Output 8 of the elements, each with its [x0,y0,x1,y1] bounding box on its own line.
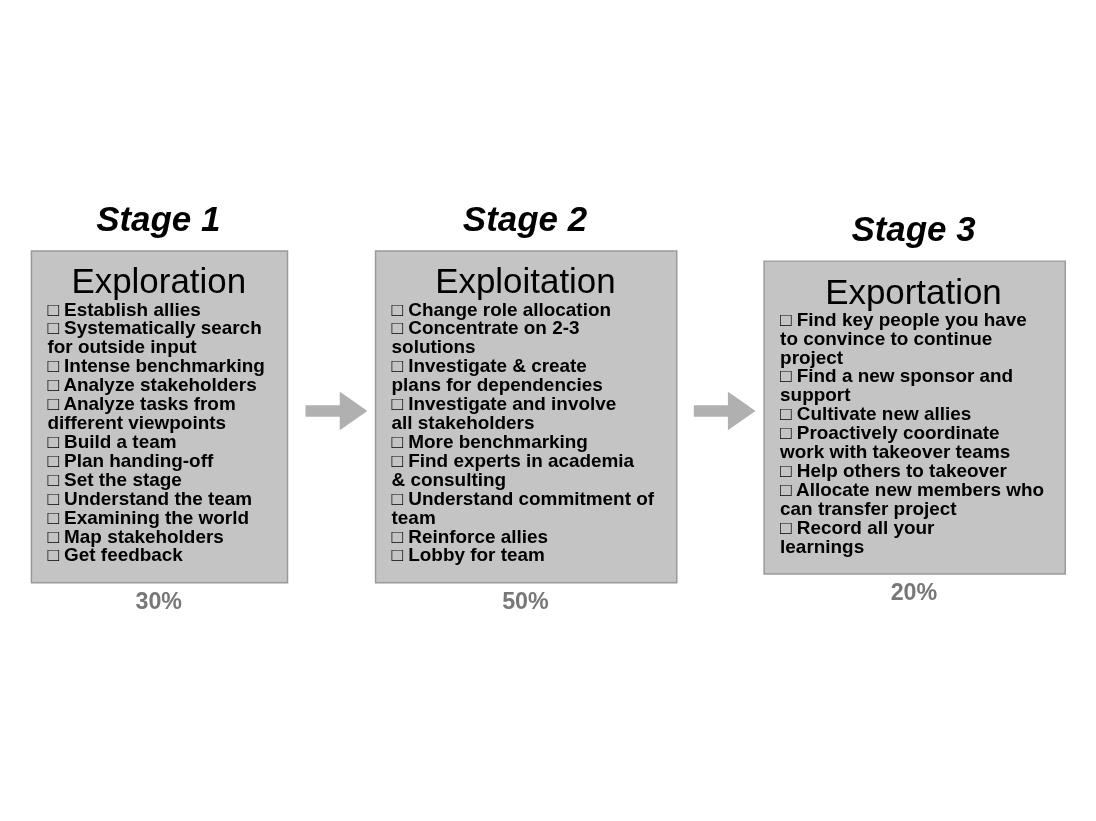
node-label: Stage 3 [851,208,976,248]
node-label: 30% [135,587,183,614]
arrow [305,391,368,430]
arrow [693,391,756,430]
node-label: 20% [890,578,938,605]
node-label: 50% [502,587,549,614]
node-label: Stage 2 [462,198,588,238]
node-label: Stage 1 [96,198,221,238]
